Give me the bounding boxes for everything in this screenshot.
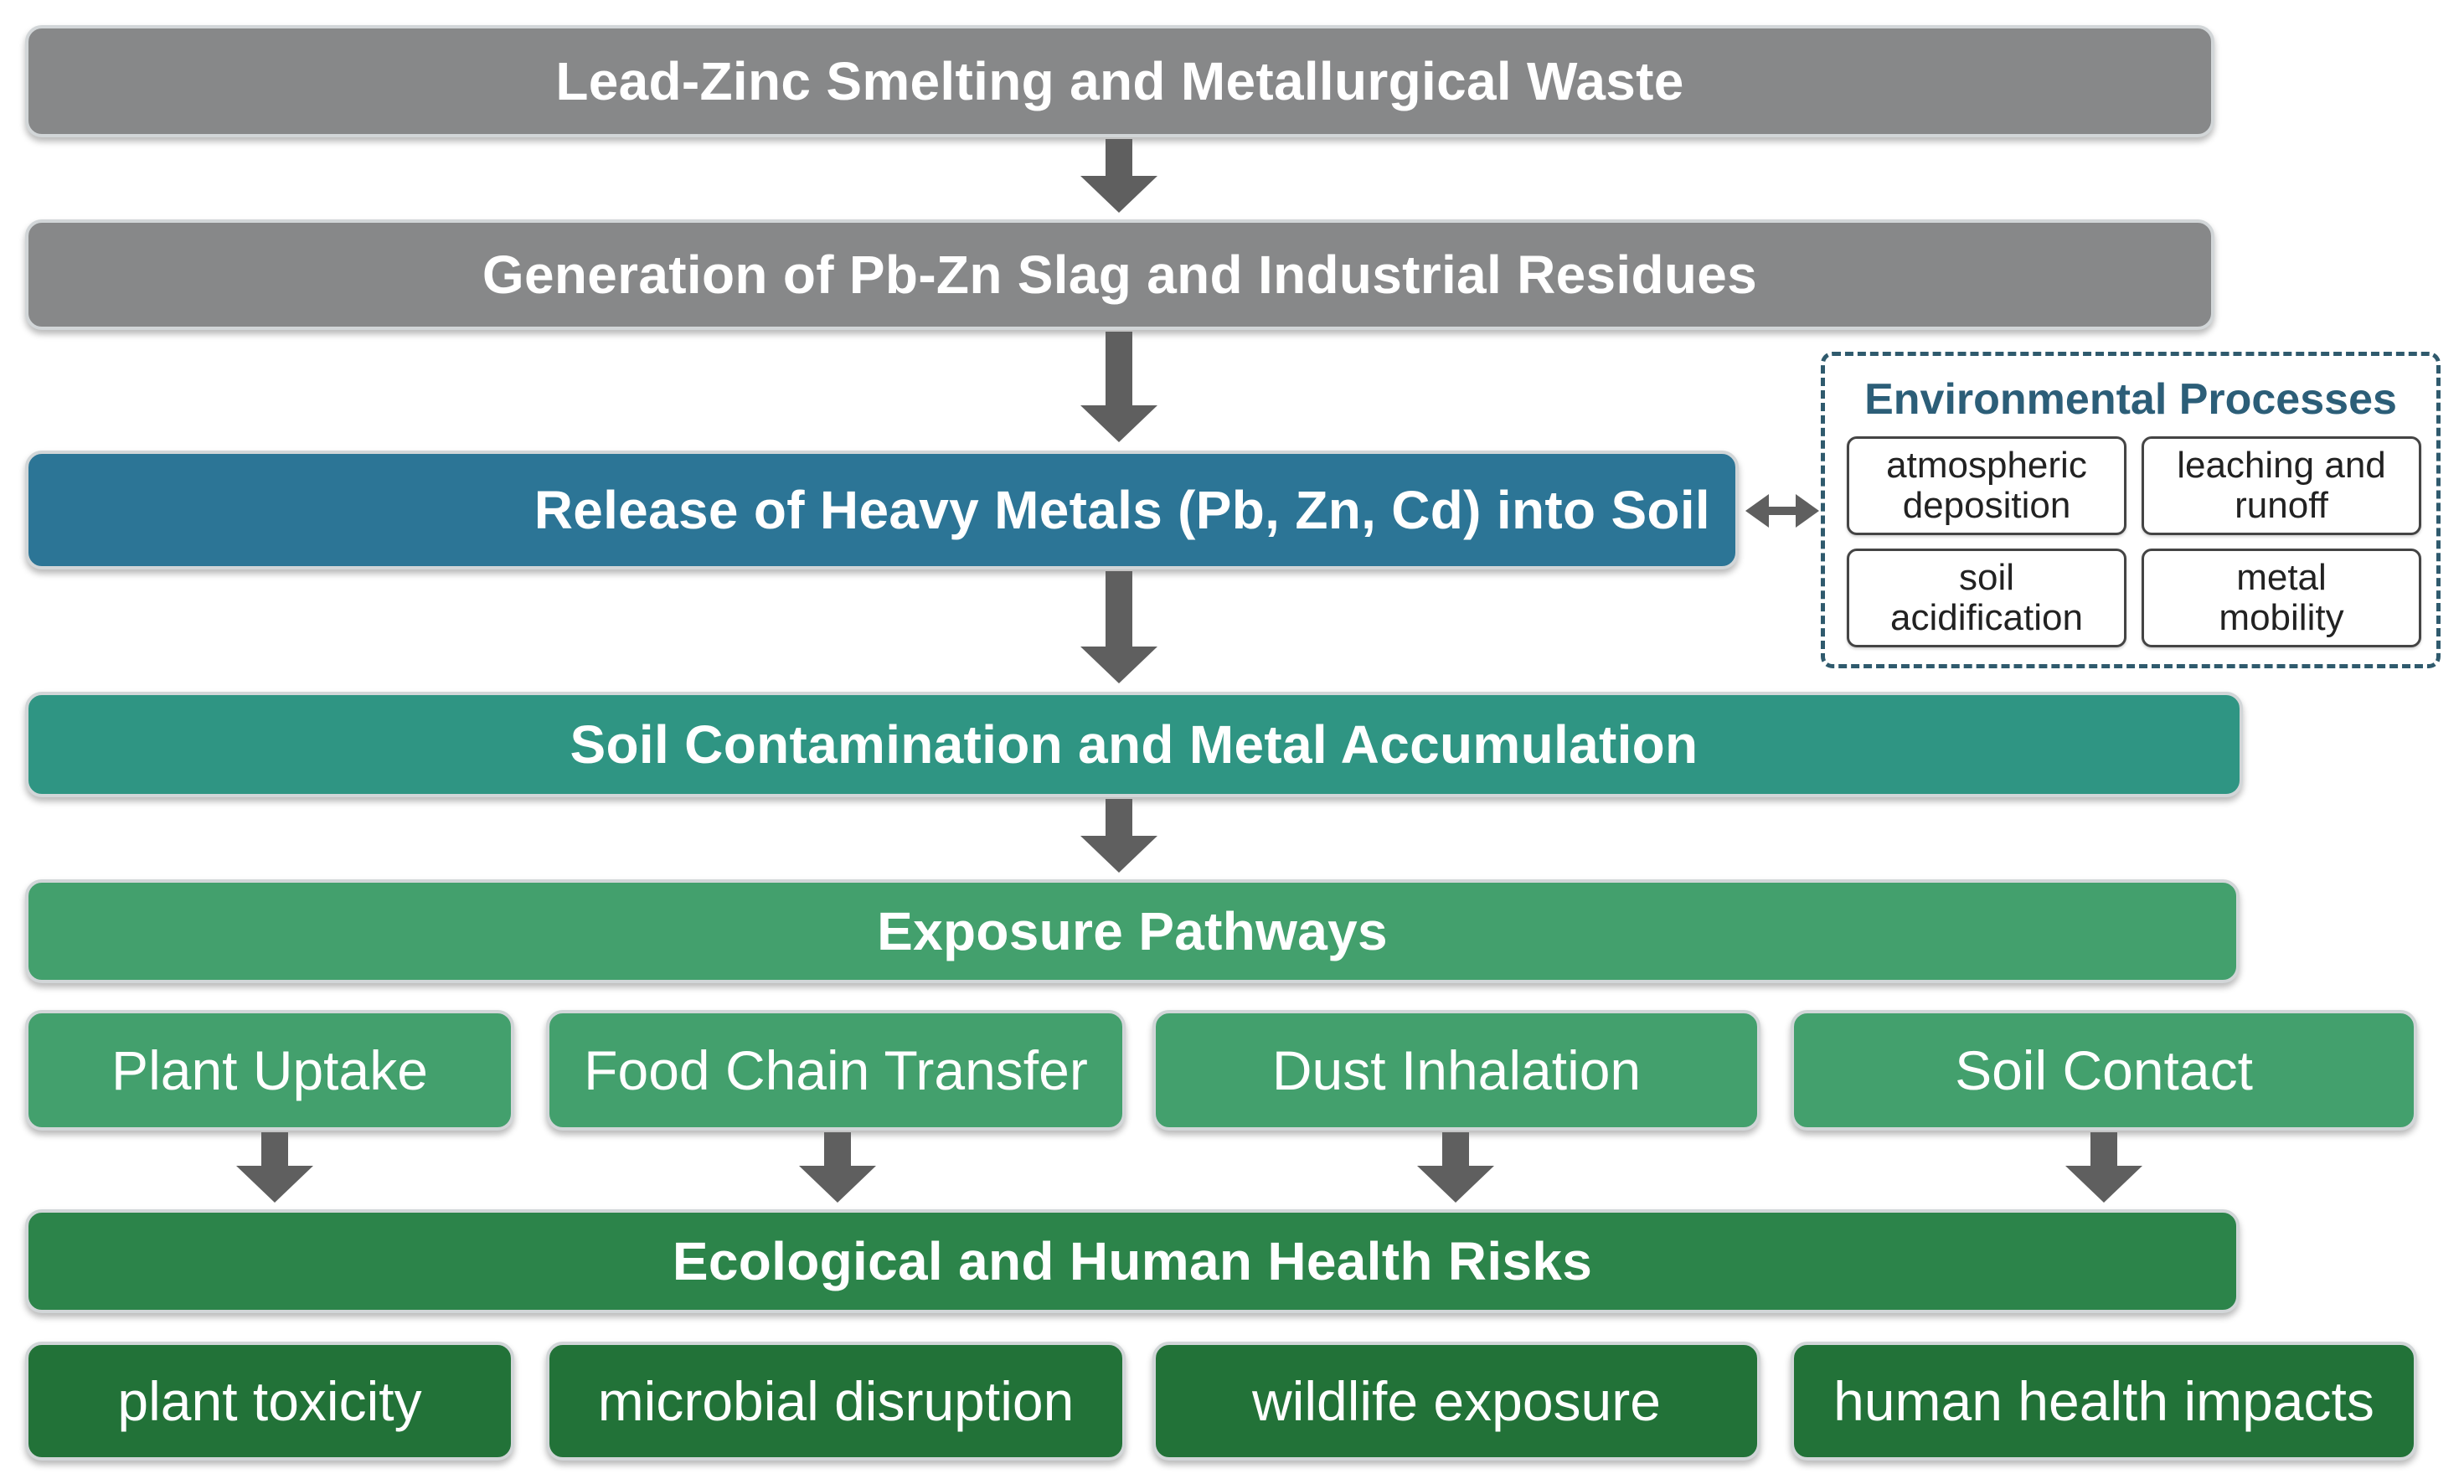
pathway-dust-inhalation: Dust Inhalation (1152, 1010, 1760, 1131)
process-metal-mobility: metal mobility (2142, 549, 2421, 647)
process-soil-acidification: soil acidification (1847, 549, 2126, 647)
contamination-box: Soil Contamination and Metal Accumulatio… (25, 692, 2243, 797)
impact-label: microbial disruption (597, 1369, 1075, 1432)
pathway-plant-uptake: Plant Uptake (25, 1010, 514, 1131)
source-label: Lead-Zinc Smelting and Metallurgical Was… (555, 50, 1684, 111)
contamination-label: Soil Contamination and Metal Accumulatio… (570, 714, 1699, 775)
pathway-label: Plant Uptake (111, 1038, 428, 1101)
process-line: deposition (1902, 485, 2071, 526)
risks-box: Ecological and Human Health Risks (25, 1209, 2240, 1313)
impact-microbial-disruption: microbial disruption (546, 1342, 1126, 1461)
source-box: Lead-Zinc Smelting and Metallurgical Was… (25, 25, 2214, 137)
generation-label: Generation of Pb-Zn Slag and Industrial … (482, 244, 1758, 305)
process-line: mobility (2219, 597, 2344, 638)
pathway-label: Food Chain Transfer (584, 1038, 1088, 1101)
release-box: Release of Heavy Metals (Pb, Zn, Cd) int… (25, 451, 1739, 569)
environmental-processes-panel: Environmental Processes atmospheric depo… (1821, 352, 2441, 668)
risks-label: Ecological and Human Health Risks (672, 1230, 1593, 1291)
impact-label: wildlife exposure (1252, 1369, 1661, 1432)
process-line: atmospheric (1886, 445, 2087, 487)
generation-box: Generation of Pb-Zn Slag and Industrial … (25, 219, 2214, 330)
pathway-food-chain-transfer: Food Chain Transfer (546, 1010, 1126, 1131)
pathway-label: Dust Inhalation (1271, 1038, 1642, 1101)
impact-plant-toxicity: plant toxicity (25, 1342, 514, 1461)
process-line: soil (1958, 557, 2015, 599)
pathway-label: Soil Contact (1955, 1038, 2253, 1101)
process-line: acidification (1890, 597, 2083, 638)
environmental-processes-title: Environmental Processes (1864, 375, 2397, 424)
process-atmospheric-deposition: atmospheric deposition (1847, 436, 2126, 535)
release-label: Release of Heavy Metals (Pb, Zn, Cd) int… (534, 479, 1710, 540)
process-line: runoff (2235, 485, 2328, 526)
bidirectional-arrow (1745, 494, 1819, 528)
impact-human-health-impacts: human health impacts (1791, 1342, 2417, 1461)
exposure-box: Exposure Pathways (25, 879, 2240, 983)
process-line: leaching and (2177, 445, 2386, 487)
pathway-soil-contact: Soil Contact (1791, 1010, 2417, 1131)
impact-label: plant toxicity (117, 1369, 422, 1432)
impact-label: human health impacts (1833, 1369, 2374, 1432)
exposure-label: Exposure Pathways (877, 900, 1388, 961)
impact-wildlife-exposure: wildlife exposure (1152, 1342, 1760, 1461)
process-line: metal (2236, 557, 2327, 599)
process-leaching-and-runoff: leaching and runoff (2142, 436, 2421, 535)
